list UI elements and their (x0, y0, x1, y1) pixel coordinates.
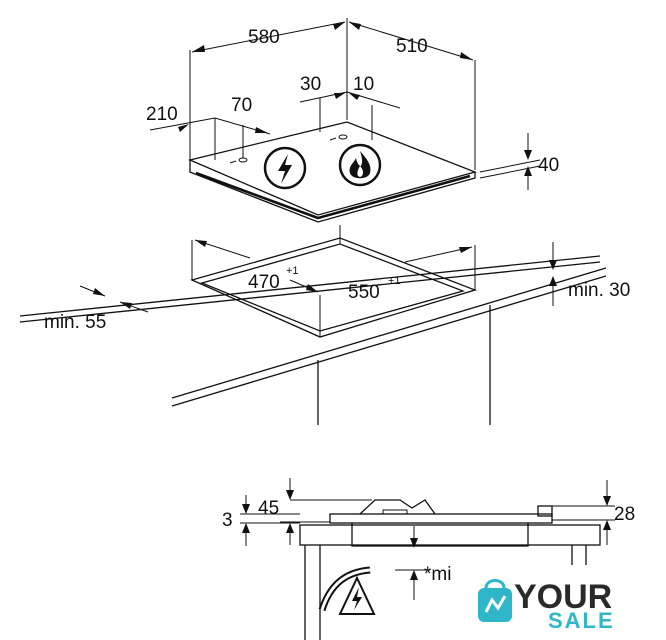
flame-icon (338, 143, 382, 187)
dim-28: 28 (614, 504, 635, 525)
lightning-icon (263, 146, 307, 190)
dim-510: 510 (396, 36, 428, 57)
electric-warning-icon (338, 575, 376, 615)
yoursale-logo: YOUR SALE (472, 576, 662, 634)
dim-580: 580 (248, 27, 280, 48)
dim-470-tolerance: +1 (286, 265, 299, 277)
dim-10: 10 (353, 74, 374, 95)
dim-70: 70 (231, 95, 252, 116)
dim-min-30: min. 30 (568, 280, 630, 301)
dim-40: 40 (538, 155, 559, 176)
dim-210: 210 (146, 104, 178, 125)
shopping-bag-icon (478, 579, 512, 622)
dim-550: 550 (348, 282, 380, 303)
side-section (240, 478, 615, 640)
dim-min-partial: *mi (424, 564, 451, 585)
dim-45: 45 (258, 498, 279, 519)
dim-470: 470 (248, 272, 280, 293)
dim-3: 3 (222, 510, 233, 531)
dim-30: 30 (300, 74, 321, 95)
logo-word-sale: SALE (548, 608, 615, 633)
hob-top-view (149, 18, 541, 223)
dim-550-tolerance: +1 (388, 275, 401, 287)
logo-word-your: YOUR (514, 578, 612, 616)
dim-min-55: min. 55 (44, 312, 106, 333)
worktop-cutout (19, 225, 607, 425)
